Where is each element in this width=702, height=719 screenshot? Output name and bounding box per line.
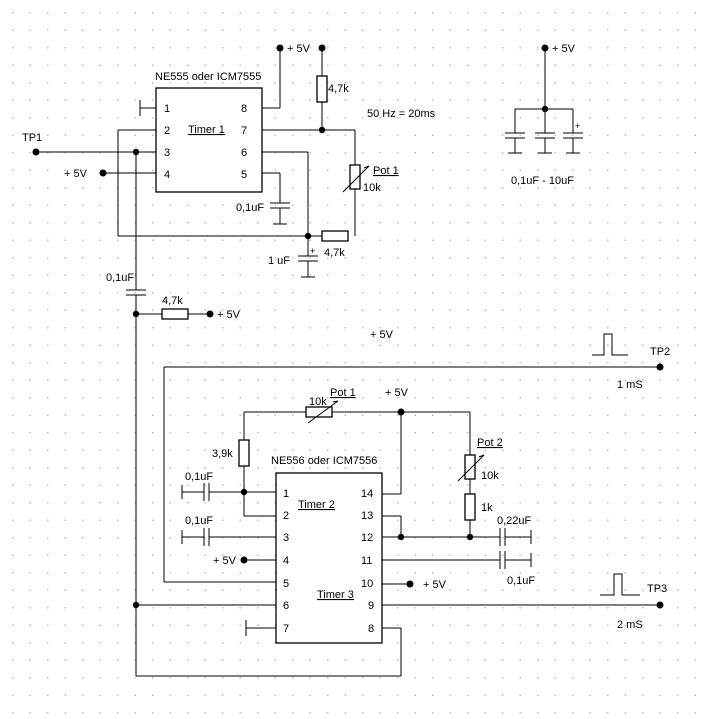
r-1k-value: 1k <box>481 502 493 514</box>
tp1-terminal <box>32 148 40 156</box>
timer23-pin-10: 10 <box>361 578 373 590</box>
decoupling-caps: + + 5V 0,1uF - 10uF <box>505 43 583 187</box>
c-pin3-value: 0,1uF <box>185 515 213 527</box>
c-pin1-value: 0,1uF <box>185 471 213 483</box>
timer1-name: Timer 1 <box>188 124 225 136</box>
timer23-pin-4: 4 <box>283 555 289 567</box>
timer1-pin-4: 4 <box>164 169 170 181</box>
timer23-top-supply: + 5V <box>385 387 409 399</box>
timer1-wiring: + <box>32 44 370 290</box>
timer23-labels: TP2 1 mS TP3 2 mS + 5V Pot 1 10k 3,9k 0,… <box>185 346 670 631</box>
timer23-chip-label: NE556 oder ICM7556 <box>271 455 377 467</box>
tp3-period: 2 mS <box>617 619 643 631</box>
timer1-chip-body <box>155 87 263 193</box>
timer1-pin-6: 6 <box>241 147 247 159</box>
c-timer1-value: 0,1uF <box>236 202 264 214</box>
c-022-value: 0,22uF <box>497 515 532 527</box>
timer23-pin-7: 7 <box>283 623 289 635</box>
c-timing1-value: 1 uF <box>268 255 290 267</box>
coupling-stage: 0,1uF 4,7k + 5V + 5V <box>106 272 394 676</box>
r-top-value: 4,7k <box>328 83 349 95</box>
r-bias-body <box>161 308 189 320</box>
timer1-pin-8: 8 <box>241 103 247 115</box>
timer1-pin-1: 1 <box>164 103 170 115</box>
timer23-pin-5: 5 <box>283 578 289 590</box>
pot1-top-label: Pot 1 <box>373 165 399 177</box>
decoupling-range: 0,1uF - 10uF <box>511 175 574 187</box>
c-pin11-value: 0,1uF <box>507 575 535 587</box>
pot2-label: Pot 2 <box>477 437 503 449</box>
tp2-label: TP2 <box>650 346 670 358</box>
svg-text:+: + <box>575 121 580 131</box>
pot1-top-value: 10k <box>363 182 381 194</box>
r-39k-value: 3,9k <box>212 448 233 460</box>
r-bias-value: 4,7k <box>162 295 183 307</box>
tp3-terminal <box>656 601 664 609</box>
timer23-pin-13: 13 <box>361 510 373 522</box>
r-1k-body <box>464 493 476 521</box>
pot1-bottom-value: 10k <box>309 396 327 408</box>
tp3-label: TP3 <box>647 583 667 595</box>
decoupling-supply: + 5V <box>552 43 576 55</box>
timer23-pin-9: 9 <box>368 600 374 612</box>
timer3-name: Timer 3 <box>317 589 354 601</box>
timer1-pin-2: 2 <box>164 125 170 137</box>
tp2-terminal <box>656 363 664 371</box>
c-coupling-value: 0,1uF <box>106 272 134 284</box>
timer1-pin-5: 5 <box>241 169 247 181</box>
timer23-pin-14: 14 <box>361 488 373 500</box>
tp2-period: 1 mS <box>617 379 643 391</box>
timer23-pin-3: 3 <box>283 532 289 544</box>
timer1-pin4-supply: + 5V <box>64 168 88 180</box>
timer23-pin4-supply: + 5V <box>213 555 237 567</box>
timer1-chip-label: NE555 oder ICM7555 <box>155 71 261 83</box>
timer1-labels: TP1 + 5V + 5V 4,7k 50 Hz = 20ms Pot 1 10… <box>22 43 436 267</box>
timer23-pin10-supply: + 5V <box>423 579 447 591</box>
timer1-pin-7: 7 <box>241 125 247 137</box>
timer23-chip-body <box>275 472 383 644</box>
timer1-cap-plus: + <box>310 246 315 256</box>
tp1-label: TP1 <box>22 132 42 144</box>
timer23-pin-6: 6 <box>283 600 289 612</box>
timer23-wiring <box>132 333 664 677</box>
pot2-body <box>464 454 476 480</box>
r-timing1-body <box>321 230 349 242</box>
timer23-pin-12: 12 <box>361 532 373 544</box>
timer23-pin-8: 8 <box>368 623 374 635</box>
r-bias-supply: + 5V <box>217 309 241 321</box>
r-top-body <box>316 75 328 103</box>
timer2-name: Timer 2 <box>298 499 335 511</box>
timer23-block: NE556 oder ICM7556 Timer 2 Timer 3 1 2 3… <box>271 455 383 644</box>
r-39k-body <box>238 439 250 467</box>
r-timing1-value: 4,7k <box>324 247 345 259</box>
frequency-label: 50 Hz = 20ms <box>367 108 436 120</box>
free-supply-label: + 5V <box>370 329 394 341</box>
pot2-value: 10k <box>481 470 499 482</box>
timer23-pin-11: 11 <box>361 555 372 567</box>
timer1-pin8-supply: + 5V <box>287 43 311 55</box>
timer1-block: NE555 oder ICM7555 Timer 1 1 2 3 4 8 7 6… <box>155 71 263 193</box>
timer23-pin-2: 2 <box>283 510 289 522</box>
pot1-top-body <box>349 164 361 190</box>
timer1-pin-3: 3 <box>164 147 170 159</box>
pot1-bottom-label: Pot 1 <box>330 387 356 399</box>
timer23-pin-1: 1 <box>283 488 289 500</box>
